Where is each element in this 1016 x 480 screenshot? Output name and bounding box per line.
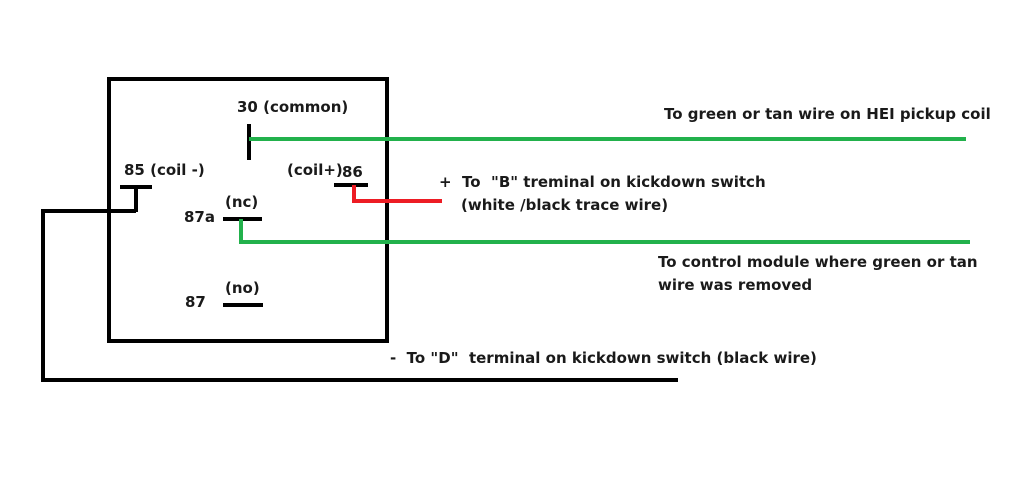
green-wire-module-label-line2: wire was removed [658,276,813,294]
black-wire-kickdown-d [41,209,678,382]
terminal-86-coil-label: (coil+) [287,161,343,179]
green-wire-control-module [239,219,970,244]
terminal-87-no-label: (no) [225,279,260,297]
terminal-87a-nc-label: (nc) [225,193,259,211]
terminal-87-label: 87 [185,293,206,311]
green-wire-hei-label: To green or tan wire on HEI pickup coil [664,105,991,123]
terminal-86-label: 86 [342,163,363,181]
terminal-85-label: 85 (coil -) [124,161,205,179]
black-wire-label: - To "D" terminal on kickdown switch (bl… [390,349,817,367]
red-wire-label-line1: + To "B" treminal on kickdown switch [439,173,766,191]
red-wire-kickdown-b [352,185,442,203]
green-wire-module-label-line1: To control module where green or tan [658,253,978,271]
terminal-87a-label: 87a [184,208,215,226]
red-wire-label-line2: (white /black trace wire) [461,196,669,214]
terminal-30-label: 30 (common) [237,98,349,116]
